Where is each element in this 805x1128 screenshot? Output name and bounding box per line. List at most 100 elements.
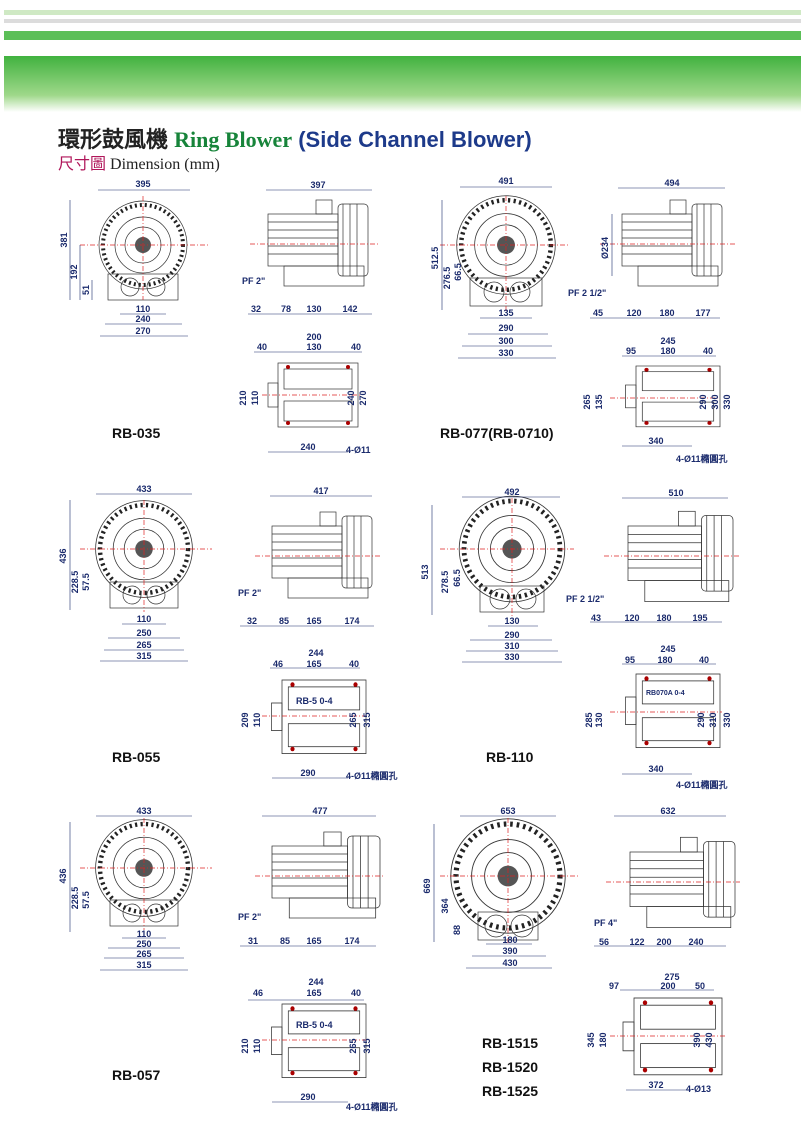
rb055-plate-label: RB-5 0-4 [296,696,333,706]
subtitle-en: Dimension (mm) [110,156,220,173]
rb055-model-label: RB-055 [112,749,160,765]
rb110-dim-p3: 290 [696,712,706,727]
rb077-dim-b4: 330 [498,348,513,358]
rb110-dim-top4: 40 [699,655,709,665]
rb055-dim-s1: 32 [247,616,257,626]
rb15-plan-view [610,989,726,1091]
rb035-dim-side-width: 397 [310,180,325,190]
rb15-dim-p1: 345 [586,1032,596,1047]
rb035-dim-top1: 200 [306,332,321,342]
rb15-dim-p3: 390 [692,1032,702,1047]
rb110-dim-side-width: 510 [668,488,683,498]
rb110-dim-axis: 278.5 [440,571,450,594]
rb057-plan-view [248,999,367,1103]
rb077-dim-front-width: 491 [498,176,513,186]
rb15-dim-b3: 430 [502,958,517,968]
rb110-dim-p4: 310 [708,712,718,727]
rb055-dim-axis: 228.5 [70,571,80,594]
rb035-hole-label: 4-Ø11 [346,445,371,455]
rb055-plan-view [262,667,367,779]
rb15-dim-front-width: 653 [500,806,515,816]
rb035-dim-b3: 270 [135,326,150,336]
rb15-dim-top1: 275 [664,972,679,982]
rb077-dim-s2: 120 [626,308,641,318]
rb057-dim-b1: 110 [137,929,152,939]
rb1515-model-label: RB-1515 [482,1035,538,1051]
rb110-plan-view [610,663,722,775]
rb077-dim-height: 512.5 [430,247,440,270]
rb057-dim-top4: 40 [351,988,361,998]
rb110-dim-p5: 330 [722,712,732,727]
rb057-dim-top2: 46 [253,988,263,998]
rb077-dim-p6: 340 [648,436,663,446]
rb035-model-label: RB-035 [112,425,160,441]
rb055-dim-front-width: 433 [136,484,151,494]
rb055-dim-b1: 110 [137,614,152,624]
page-subtitle: 尺寸圖 Dimension (mm) [58,150,220,174]
rb110-plate-label: RB070A 0-4 [646,690,685,697]
rb057-dim-s3: 165 [306,936,321,946]
rb110-dim-height: 513 [420,564,430,579]
title-zh: 環形鼓風機 [58,127,169,153]
rb057-dim-b3: 265 [136,949,151,959]
rb110-pf-label: PF 2 1/2" [566,594,604,604]
rb077-dim-dia: Ø234 [600,237,610,259]
header-gradient-band [4,56,801,112]
rb110-dim-s1: 43 [591,613,601,623]
title-en-2: (Side Channel Blower) [298,127,532,152]
rb035-side-view [248,189,378,315]
rb110-dim-b3: 310 [504,641,519,651]
rb057-model-label: RB-057 [112,1067,160,1083]
rb15-dim-p5: 372 [648,1080,663,1090]
rb057-dim-axis: 228.5 [70,887,80,910]
rb035-dim-b1: 110 [136,304,151,314]
rb057-dim-s1: 31 [248,936,258,946]
rb057-pf-label: PF 2" [238,912,261,922]
rb055-dim-b4: 315 [136,651,151,661]
rb15-dim-side-width: 632 [660,806,675,816]
title-en: Ring Blower [174,127,293,152]
rb077-dim-side-width: 494 [664,178,679,188]
rb15-dim-base: 88 [452,925,462,935]
rb110-dim-front-width: 492 [504,487,519,497]
rb15-pf-label: PF 4" [594,918,617,928]
rb15-dim-height: 669 [422,878,432,893]
rb077-dim-b1: 135 [498,308,513,318]
rb110-side-view [590,497,740,623]
rb077-pf-label: PF 2 1/2" [568,288,606,298]
subtitle-zh: 尺寸圖 [58,154,107,173]
rb15-dim-p2: 180 [598,1032,608,1047]
rb035-dim-s4: 142 [342,304,357,314]
rb110-dim-s3: 180 [656,613,671,623]
rb077-hole-label: 4-Ø11橢圓孔 [676,453,728,464]
rb15-hole-label: 4-Ø13 [686,1084,711,1094]
rb055-hole-label: 4-Ø11橢圓孔 [346,770,398,781]
rb077-dim-axis: 276.5 [442,267,452,290]
rb055-dim-p2: 110 [252,713,262,728]
rb057-dim-top3: 165 [306,988,321,998]
rb057-plate-label: RB-5 0-4 [296,1020,333,1030]
rb057-dim-p2: 110 [252,1039,262,1054]
rb055-pf-label: PF 2" [238,588,261,598]
rb055-dim-s4: 174 [344,616,359,626]
top-green-bar [4,31,801,40]
rb055-dim-p4: 315 [362,712,372,727]
rb077-side-view [590,187,735,319]
rb057-dim-base: 57.5 [81,891,91,909]
rb077-dim-p1: 265 [582,394,592,409]
rb110-dim-top3: 180 [657,655,672,665]
rb035-dim-axis: 192 [69,264,79,279]
rb1520-model-label: RB-1520 [482,1059,538,1075]
rb035-dim-top3: 130 [306,342,321,352]
rb055-dim-p5: 290 [300,768,315,778]
rb035-dim-p2: 110 [250,391,260,406]
rb15-dim-p4: 430 [704,1032,714,1047]
rb110-dim-s2: 120 [624,613,639,623]
rb077-dim-top2: 95 [626,346,636,356]
rb077-dim-top4: 40 [703,346,713,356]
rb15-side-view [594,815,740,947]
rb035-dim-b2: 240 [135,314,150,324]
rb055-dim-b3: 265 [136,640,151,650]
rb110-front-view [431,496,574,663]
